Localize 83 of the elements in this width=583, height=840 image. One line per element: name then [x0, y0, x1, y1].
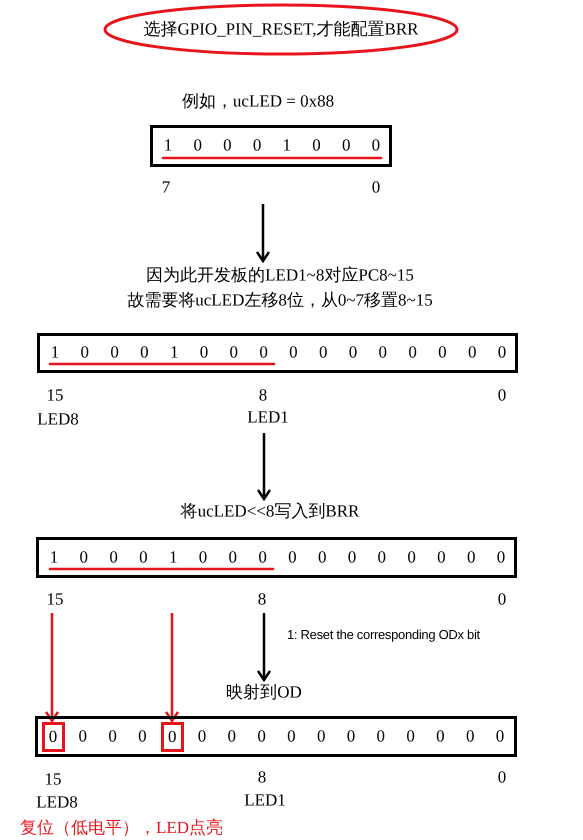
bit-value: 0	[466, 728, 474, 746]
bit-value: 0	[406, 728, 415, 746]
bit-value: 0	[346, 728, 356, 746]
bit-index-label: LED1	[244, 792, 286, 810]
bit-value: 0	[342, 136, 350, 156]
bit-value: 1	[282, 136, 292, 156]
bit-value: 0	[193, 136, 202, 156]
bit-value: 0	[80, 344, 90, 362]
bit-value: 0	[316, 728, 326, 746]
register-caption: 例如，ucLED = 0x88	[182, 92, 334, 112]
bit-index-label: 8	[258, 768, 266, 788]
bit-value: 0	[223, 136, 232, 156]
bit-value: 0	[110, 344, 119, 362]
bit-index-label: 0	[498, 590, 506, 610]
bit-value: 1	[50, 344, 60, 362]
register-caption: 故需要将ucLED左移8位，从0~7移置8~15	[127, 292, 433, 310]
arrow	[44, 613, 60, 722]
bit-value: 1	[50, 548, 58, 568]
bit-index-label: 0	[498, 386, 506, 406]
bit-index-label: LED1	[247, 408, 289, 428]
bit-value: 0	[378, 548, 386, 568]
bit-value: 0	[109, 548, 118, 568]
bit-value: 1	[170, 344, 178, 362]
bit-value: 0	[140, 344, 149, 362]
bit-index-label: LED8	[37, 410, 79, 430]
bit-index-label: 8	[258, 386, 268, 406]
bit-value: 0	[228, 728, 236, 746]
bit-value: 0	[287, 728, 296, 746]
bit-value: 0	[407, 548, 416, 568]
bit-index-label: 15	[44, 770, 62, 790]
bit-value: 0	[372, 136, 380, 156]
bit-value: 0	[437, 548, 446, 568]
bit-value: 0	[108, 728, 117, 746]
bit-index-label: 15	[46, 590, 64, 610]
arrow	[256, 204, 270, 262]
register-caption: 映射到OD	[226, 684, 302, 702]
highlighted-bit: 0	[42, 722, 64, 752]
bit-value: 0	[496, 548, 506, 568]
bit-value: 0	[80, 548, 88, 568]
bit-value: 0	[198, 548, 208, 568]
bit-value: 0	[288, 548, 297, 568]
bit-value: 0	[318, 344, 328, 362]
bit-value: 0	[376, 728, 386, 746]
arrow	[256, 613, 272, 682]
arrow	[164, 613, 180, 722]
bit-value: 0	[200, 344, 208, 362]
bit-value: 0	[312, 136, 321, 156]
arrow	[256, 433, 272, 500]
bit-index-label: 7	[162, 178, 170, 198]
bit-value: 0	[139, 548, 148, 568]
bit-value: 0	[259, 344, 268, 362]
bit-value: 0	[198, 728, 206, 746]
bit-index-label: 15	[46, 386, 64, 406]
bit-value: 0	[408, 344, 417, 362]
highlighted-bit: 0	[160, 722, 184, 752]
register-caption: 因为此开发板的LED1~8对应PC8~15	[146, 266, 414, 286]
bit-index-label: 0	[372, 178, 380, 198]
bit-value: 0	[228, 548, 238, 568]
bit-value: 0	[230, 344, 238, 362]
bit-value: 0	[318, 548, 326, 568]
bit-value: 1	[164, 136, 172, 156]
register-caption: 将ucLED<<8写入到BRR	[180, 502, 360, 522]
bit-value: 0	[78, 728, 88, 746]
note-text: 复位（低电平），LED点亮	[20, 818, 224, 838]
oval-text: 选择GPIO_PIN_RESET,才能配置BRR	[144, 20, 418, 39]
bit-index-label: LED8	[36, 794, 78, 812]
bit-value: 1	[168, 548, 178, 568]
bit-value: 0	[138, 728, 147, 746]
bit-value: 0	[289, 344, 298, 362]
bit-value: 0	[436, 728, 445, 746]
bit-value: 0	[498, 344, 506, 362]
bit-value: 0	[348, 548, 356, 568]
bit-value: 0	[496, 728, 504, 746]
bit-value: 0	[348, 344, 358, 362]
bit-value: 0	[466, 548, 476, 568]
bit-value: 0	[257, 728, 266, 746]
bit-value: 0	[378, 344, 388, 362]
bit-value: 0	[258, 548, 267, 568]
bit-index-label: 0	[498, 768, 506, 788]
bit-value: 0	[468, 344, 476, 362]
bit-value: 0	[438, 344, 447, 362]
bit-value: 0	[252, 136, 262, 156]
bit-index-label: 8	[258, 590, 266, 610]
